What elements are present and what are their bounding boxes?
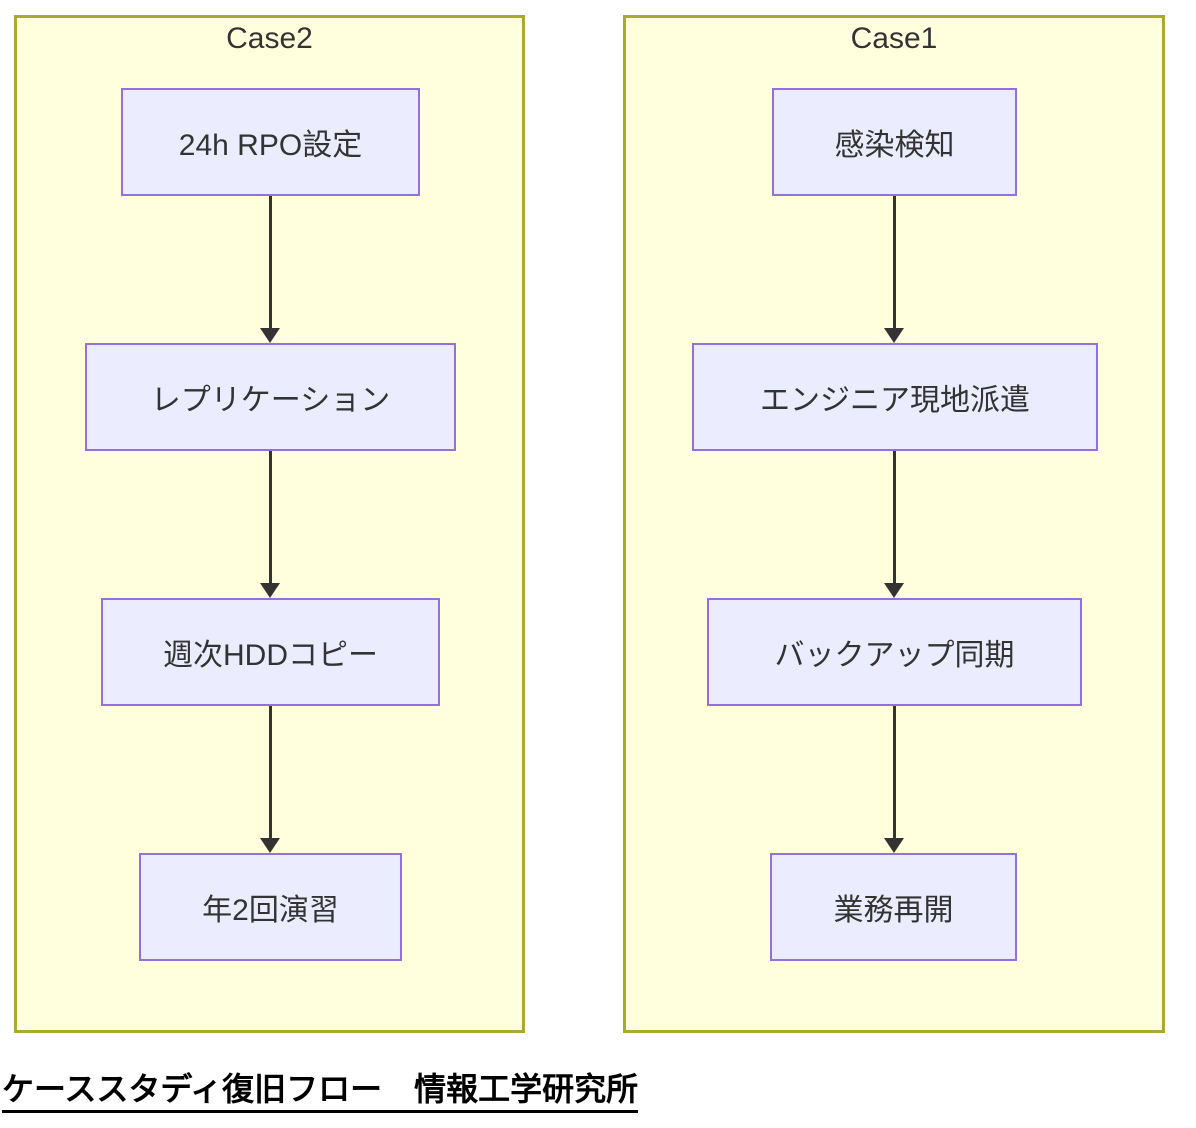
diagram-caption: ケーススタディ復旧フロー 情報工学研究所	[2, 1069, 639, 1113]
cluster-case1-label: Case1	[850, 22, 938, 55]
node-backup-sync: バックアップ同期	[707, 598, 1082, 706]
edge-case2-2	[269, 451, 272, 583]
edge-case1-3	[893, 706, 896, 838]
edge-case2-3	[269, 706, 272, 838]
edge-case1-1	[893, 196, 896, 328]
node-business-resume: 業務再開	[770, 853, 1017, 961]
arrowhead-down-icon	[884, 583, 904, 598]
node-replication: レプリケーション	[85, 343, 456, 451]
node-rpo-setting: 24h RPO設定	[121, 88, 420, 196]
edge-case1-2	[893, 451, 896, 583]
arrowhead-down-icon	[260, 838, 280, 853]
edge-case2-1	[269, 196, 272, 328]
node-engineer-dispatch: エンジニア現地派遣	[692, 343, 1098, 451]
arrowhead-down-icon	[884, 328, 904, 343]
arrowhead-down-icon	[260, 328, 280, 343]
node-weekly-hdd-copy: 週次HDDコピー	[101, 598, 440, 706]
arrowhead-down-icon	[884, 838, 904, 853]
node-infection-detection: 感染検知	[772, 88, 1017, 196]
arrowhead-down-icon	[260, 583, 280, 598]
cluster-case2-label: Case2	[226, 22, 313, 55]
node-biannual-drill: 年2回演習	[139, 853, 402, 961]
